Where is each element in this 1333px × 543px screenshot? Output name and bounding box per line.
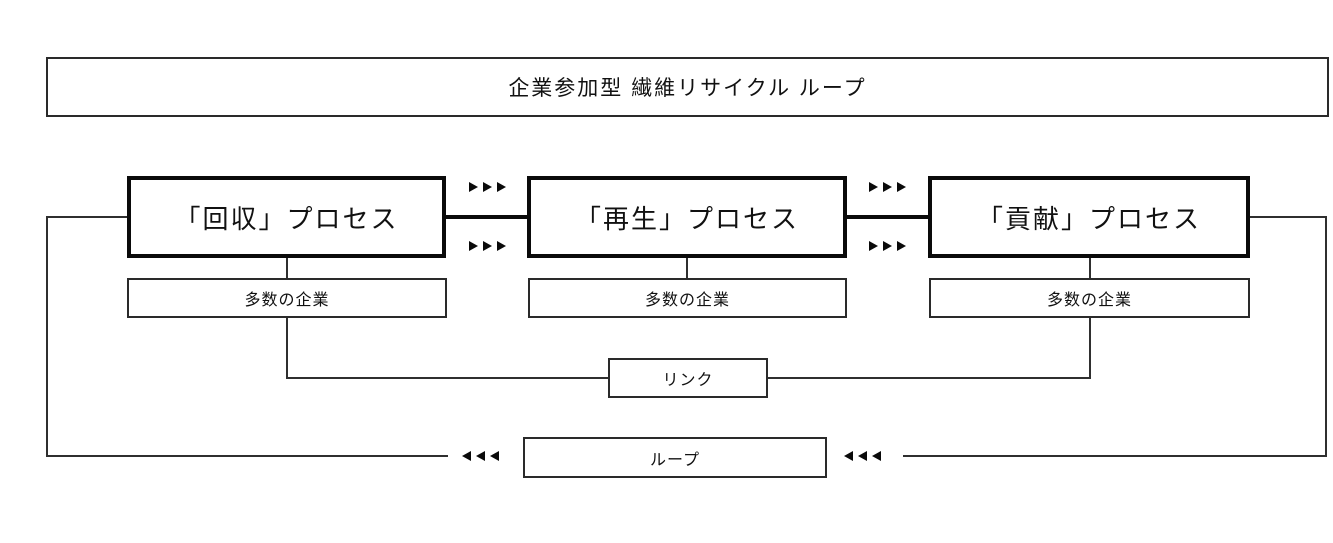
arrow-right-icon [469, 182, 506, 192]
companies-box-2: 多数の企業 [528, 278, 847, 318]
companies-box-1: 多数の企業 [127, 278, 447, 318]
stub-process3-companies3 [1089, 258, 1091, 278]
arrow-left-icon [462, 451, 499, 461]
triangle-left-icon [858, 451, 867, 461]
triangle-left-icon [476, 451, 485, 461]
triangle-left-icon [872, 451, 881, 461]
triangle-right-icon [883, 241, 892, 251]
connector-process2-process3 [847, 215, 928, 219]
triangle-right-icon [897, 241, 906, 251]
process-label-collection: 「回収」プロセス [174, 203, 399, 234]
link-box: リンク [608, 358, 768, 398]
companies-box-3: 多数の企業 [929, 278, 1250, 318]
triangle-right-icon [483, 241, 492, 251]
drop-companies1-linkline [286, 318, 288, 378]
triangle-right-icon [869, 182, 878, 192]
arrow-right-icon [469, 241, 506, 251]
triangle-right-icon [497, 182, 506, 192]
loop-line-bottom-right [903, 455, 1327, 457]
companies-label-1: 多数の企業 [244, 292, 330, 309]
triangle-left-icon [844, 451, 853, 461]
loop-line-bottom-left [46, 455, 448, 457]
arrow-left-icon [844, 451, 881, 461]
triangle-right-icon [497, 241, 506, 251]
triangle-right-icon [883, 182, 892, 192]
diagram-title-box: 企業参加型 繊維リサイクル ループ [46, 57, 1329, 117]
loop-box: ループ [523, 437, 827, 478]
companies-label-3: 多数の企業 [1046, 292, 1132, 309]
process-box-collection: 「回収」プロセス [127, 176, 446, 258]
drop-companies3-linkline [1089, 318, 1091, 378]
link-label: リンク [662, 372, 714, 389]
loop-line-right-vertical [1325, 216, 1327, 457]
loop-line-left-stub [46, 216, 127, 218]
triangle-right-icon [483, 182, 492, 192]
process-label-regeneration: 「再生」プロセス [574, 203, 799, 234]
arrow-right-icon [869, 182, 906, 192]
diagram-title: 企業参加型 繊維リサイクル ループ [508, 77, 867, 100]
stub-process1-companies1 [286, 258, 288, 278]
triangle-right-icon [869, 241, 878, 251]
connector-process1-process2 [446, 215, 527, 219]
companies-label-2: 多数の企業 [644, 292, 730, 309]
triangle-left-icon [462, 451, 471, 461]
stub-process2-companies2 [686, 258, 688, 278]
loop-line-right-stub [1250, 216, 1327, 218]
loop-line-left-vertical [46, 216, 48, 457]
process-box-regeneration: 「再生」プロセス [527, 176, 847, 258]
triangle-left-icon [490, 451, 499, 461]
arrow-right-icon [869, 241, 906, 251]
triangle-right-icon [469, 241, 478, 251]
loop-label: ループ [649, 451, 701, 469]
process-label-contribution: 「貢献」プロセス [976, 203, 1201, 234]
triangle-right-icon [897, 182, 906, 192]
triangle-right-icon [469, 182, 478, 192]
process-box-contribution: 「貢献」プロセス [928, 176, 1250, 258]
